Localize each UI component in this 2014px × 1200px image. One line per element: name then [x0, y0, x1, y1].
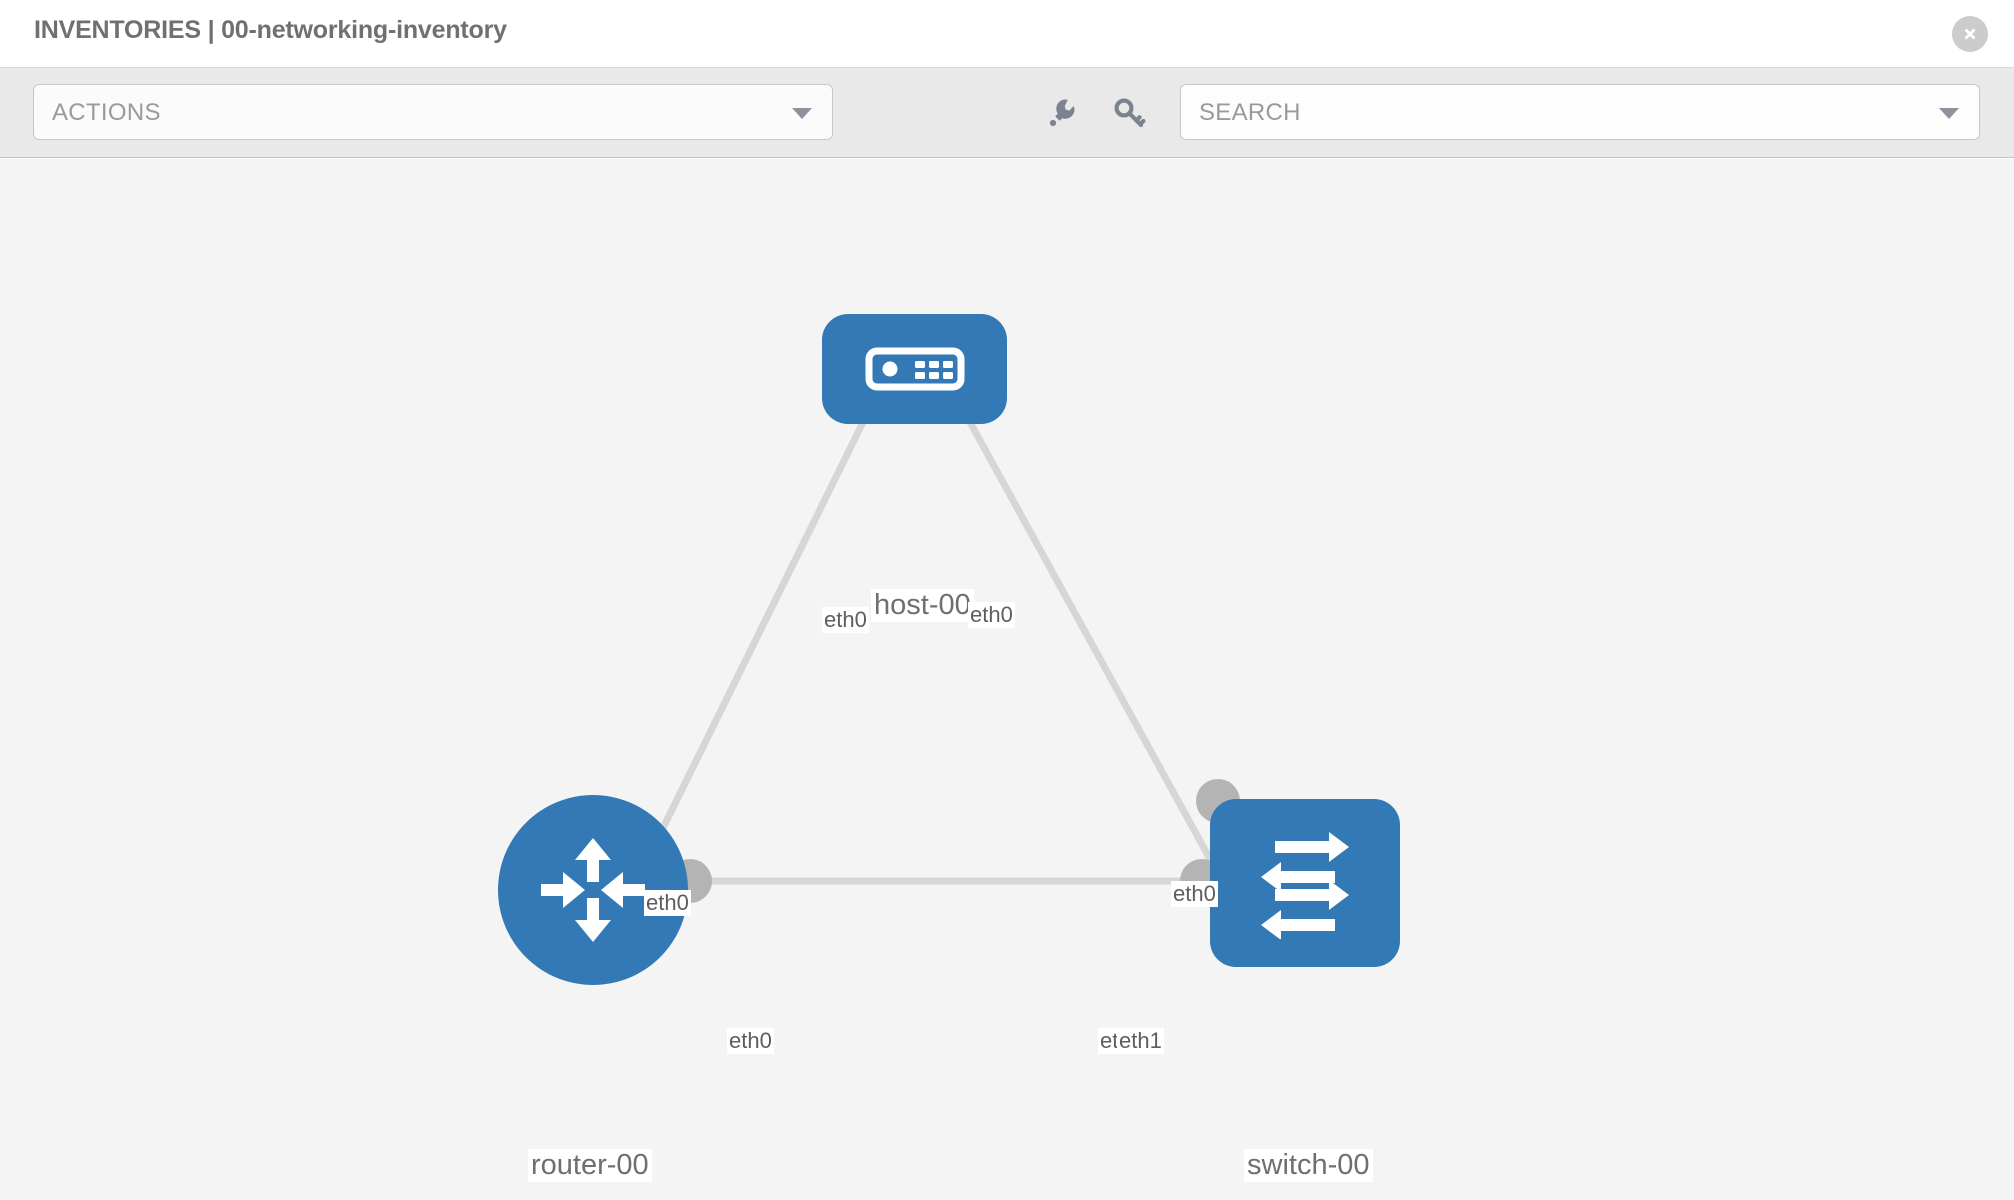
edge-label-switch-eth0-uplink: eth0: [1171, 881, 1218, 907]
topology-node-host-00[interactable]: [822, 314, 1007, 424]
switch-node-shape: [1210, 799, 1400, 967]
close-button[interactable]: [1952, 16, 1988, 52]
settings-wrench-button[interactable]: [1040, 92, 1082, 134]
edge-label-host-eth0-left: eth0: [822, 607, 869, 633]
topology-links: [624, 402, 1236, 901]
actions-dropdown-label: ACTIONS: [52, 99, 161, 126]
wrench-icon: [1049, 99, 1075, 127]
edge-label-router-eth0-uplink: eth0: [644, 890, 691, 916]
chevron-down-icon: [792, 108, 812, 119]
actions-dropdown[interactable]: ACTIONS: [33, 84, 833, 140]
topology-node-switch-00[interactable]: [1210, 799, 1400, 967]
edge-label-router-eth0-trunk: eth0: [727, 1028, 774, 1054]
credentials-key-button[interactable]: [1108, 92, 1150, 134]
edge-label-switch-eth1-trunk: eth1: [1117, 1028, 1164, 1054]
topology-node-label-router-00: router-00: [528, 1149, 652, 1182]
server-icon: [865, 347, 964, 391]
router-icon: [541, 838, 645, 942]
topology-node-label-switch-00: switch-00: [1244, 1149, 1373, 1182]
switch-icon: [1261, 832, 1349, 939]
topology-canvas[interactable]: host-00 router-00: [0, 159, 2014, 1200]
edge-label-host-eth0-right: eth0: [968, 602, 1015, 628]
search-input[interactable]: SEARCH: [1180, 84, 1980, 140]
chevron-down-icon: [1939, 108, 1959, 119]
topology-node-label-host-00: host-00: [871, 589, 974, 622]
close-icon: [1964, 28, 1976, 40]
page-title: INVENTORIES | 00-networking-inventory: [34, 16, 507, 44]
host-node-shape: [822, 314, 1007, 424]
search-placeholder: SEARCH: [1199, 99, 1301, 126]
key-icon: [1114, 98, 1146, 128]
page-header: INVENTORIES | 00-networking-inventory: [0, 0, 2014, 68]
